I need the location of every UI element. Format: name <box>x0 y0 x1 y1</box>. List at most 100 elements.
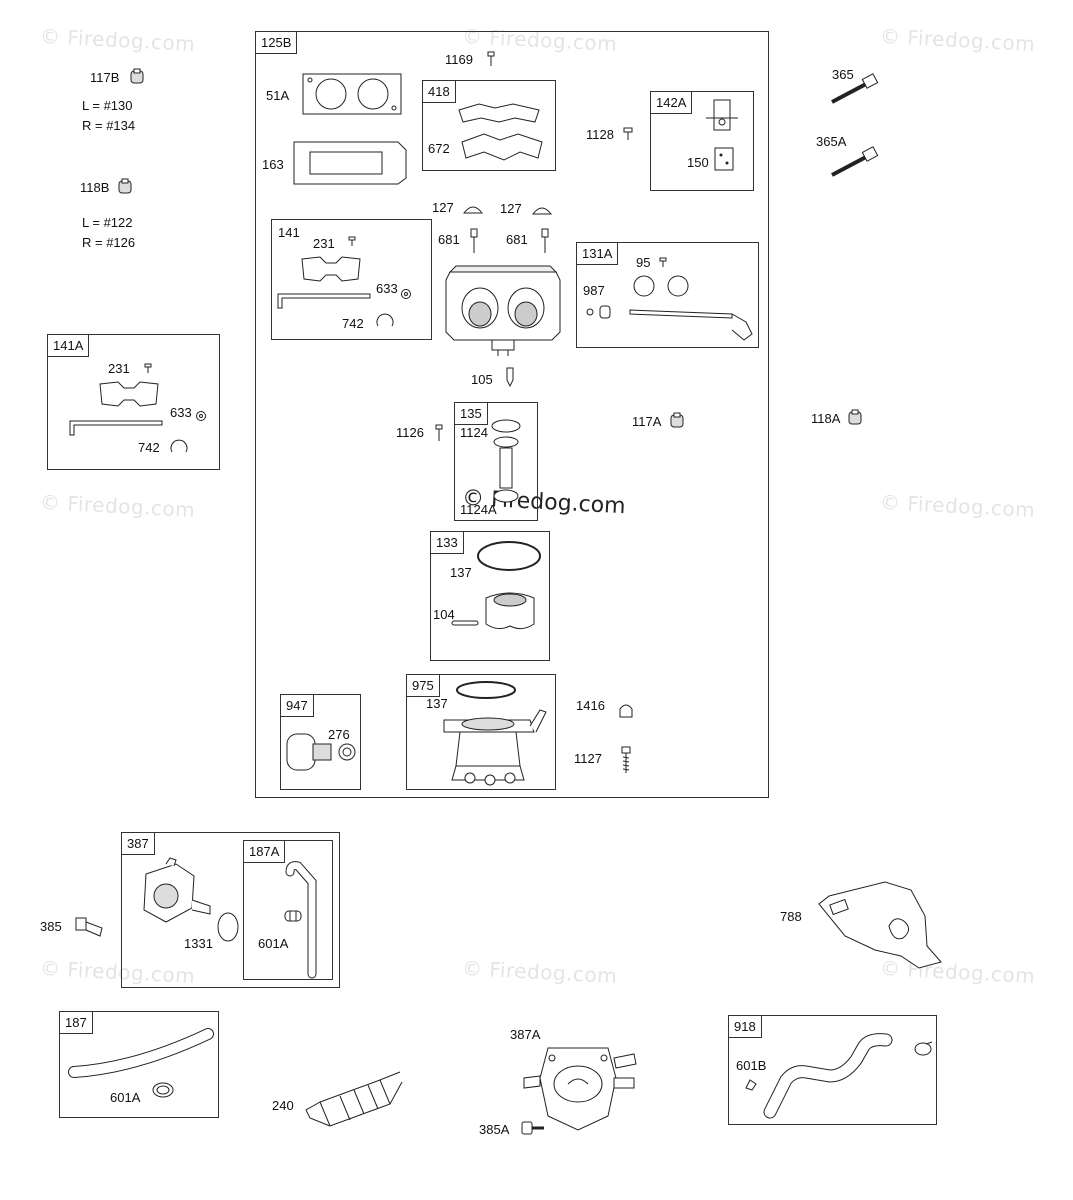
part-label-601a: 601A <box>258 936 289 951</box>
cap-127-icon <box>462 201 484 215</box>
part-label-231: 231 <box>313 236 335 251</box>
part-label-1127: 1127 <box>574 751 602 766</box>
screw-icon <box>143 362 153 373</box>
group-975-header: 975 <box>407 675 440 697</box>
group-187a-header: 187A <box>244 841 286 863</box>
group-135: 135 <box>454 402 538 521</box>
hose-187a-icon <box>284 862 324 978</box>
part-label-1128: 1128 <box>586 127 614 142</box>
part-label-137: 137 <box>426 696 448 711</box>
part-label-672: 672 <box>428 141 450 156</box>
cap-127-icon <box>531 202 553 216</box>
screw-icon <box>347 235 357 246</box>
gasket-51a-icon <box>297 66 407 122</box>
bowl-104-icon <box>480 588 540 634</box>
part-label-385: 385 <box>40 919 62 934</box>
part-label-633: 633 <box>376 281 398 296</box>
fuel-bowl-975-icon <box>440 706 550 788</box>
screw-1127-icon <box>620 745 632 773</box>
watermark: © Firedog.com <box>39 489 196 523</box>
group-142a: 142A <box>650 91 754 191</box>
part-label-95: 95 <box>636 255 651 270</box>
plug-117b-icon <box>128 68 146 86</box>
washer-icon <box>195 410 207 422</box>
part-label-1124: 1124 <box>460 425 488 440</box>
group-131a-header: 131A <box>577 243 619 265</box>
bolt-365-icon <box>828 72 880 106</box>
jet-681-icon <box>469 227 479 255</box>
part-label-633: 633 <box>170 405 192 420</box>
part-label-276: 276 <box>328 727 350 742</box>
part-label-231: 231 <box>108 361 130 376</box>
part-label-1169: 1169 <box>445 52 473 67</box>
group-187: 187 <box>59 1011 219 1118</box>
note-117b-right: R = #134 <box>82 118 136 133</box>
part-label-117a: 117A <box>632 414 662 429</box>
group-387: 387 <box>121 832 340 988</box>
part-label-127: 127 <box>500 201 522 216</box>
screw-icon <box>622 126 634 140</box>
part-label-127: 127 <box>432 200 454 215</box>
washer-icon <box>400 288 412 300</box>
plug-117a-icon <box>668 412 686 430</box>
hose-187-icon <box>66 1026 218 1082</box>
group-141a-header: 141A <box>48 335 90 357</box>
note-118b-right: R = #126 <box>82 235 136 250</box>
group-918: 918 <box>728 1015 937 1125</box>
carburetor-icon <box>442 262 564 356</box>
part-label-117b: 117B <box>90 70 120 85</box>
clamp-601b-icon <box>742 1076 760 1092</box>
part-label-387a: 387A <box>510 1027 541 1042</box>
group-133-header: 133 <box>431 532 464 554</box>
part-label-681: 681 <box>506 232 528 247</box>
part-label-681: 681 <box>438 232 460 247</box>
plate-150-icon <box>713 146 735 172</box>
clamp-601a-icon <box>282 908 304 924</box>
group-135-header: 135 <box>455 403 488 425</box>
watermark: © Firedog.com <box>461 955 618 989</box>
clip-icon <box>168 438 190 456</box>
caps-987-icon <box>632 274 694 298</box>
cap-1416-icon <box>617 701 635 719</box>
group-131a: 131A <box>576 242 759 348</box>
pin-104-icon <box>450 619 480 627</box>
plate-icon <box>300 255 362 283</box>
part-label-601a: 601A <box>110 1090 141 1105</box>
group-387-header: 387 <box>122 833 155 855</box>
part-label-105: 105 <box>471 372 493 387</box>
group-975: 975 <box>406 674 556 790</box>
group-133: 133 <box>430 531 550 661</box>
group-187a: 187A <box>243 840 333 980</box>
part-label-104: 104 <box>433 607 455 622</box>
float-icon <box>482 412 530 512</box>
part-label-365a: 365A <box>816 134 847 149</box>
fuel-pump-387-icon <box>136 860 218 932</box>
screw-385a-icon <box>520 1118 546 1138</box>
watermark: © Firedog.com <box>879 489 1036 523</box>
solenoid-icon <box>704 96 740 138</box>
oring-137-icon <box>454 678 518 702</box>
group-918-header: 918 <box>729 1016 762 1038</box>
needle-105-icon <box>505 366 515 388</box>
part-label-1416: 1416 <box>576 698 605 713</box>
group-141a: 141A <box>47 334 220 470</box>
part-label-365: 365 <box>832 67 854 82</box>
group-125b: 125B <box>255 31 769 798</box>
gasket-418-icon <box>455 100 543 126</box>
group-141-label: 141 <box>278 225 300 240</box>
screw-icon <box>658 256 668 267</box>
plug-118b-icon <box>116 178 134 196</box>
choke-shaft-icon <box>582 300 758 344</box>
part-label-385a: 385A <box>479 1122 510 1137</box>
bracket-788-icon <box>815 876 945 976</box>
oring-1331-icon <box>214 910 242 944</box>
solenoid-947-icon <box>283 728 359 776</box>
fuel-pump-387a-icon <box>518 1038 642 1134</box>
part-label-118a: 118A <box>811 411 841 426</box>
fitting-385-icon <box>74 914 104 942</box>
clip-icon <box>374 310 396 330</box>
part-label-742: 742 <box>138 440 160 455</box>
part-label-1126: 1126 <box>396 425 424 440</box>
part-label-987: 987 <box>583 283 605 298</box>
part-label-51a: 51A <box>266 88 290 103</box>
